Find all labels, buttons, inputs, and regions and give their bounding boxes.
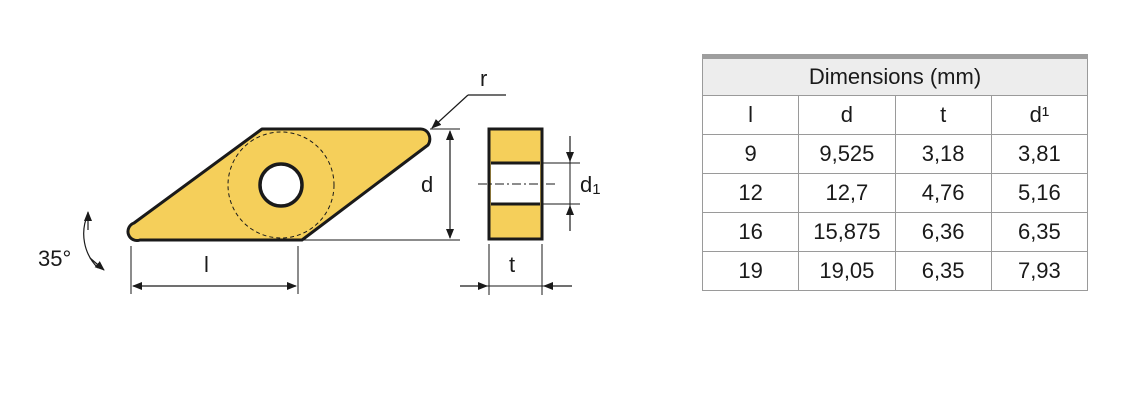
cell-l: 12: [701, 173, 800, 213]
d1-dimension: d1: [542, 136, 601, 231]
table-row: 9 9,525 3,18 3,81: [701, 134, 1089, 174]
table-row: 19 19,05 6,35 7,93: [701, 251, 1089, 291]
center-hole: [258, 162, 304, 208]
cell-t: 3,18: [894, 134, 992, 174]
table-title: Dimensions (mm): [702, 54, 1088, 96]
l-dimension: l: [130, 246, 299, 294]
t-label: t: [509, 252, 515, 277]
cell-d1: 5,16: [990, 173, 1089, 213]
header-d: d: [798, 95, 896, 135]
cell-d: 19,05: [798, 251, 896, 291]
header-t: t: [894, 95, 992, 135]
angle-label: 35°: [38, 246, 71, 271]
d1-label: d1: [580, 172, 601, 198]
d-label: d: [421, 172, 433, 197]
radius-label: r: [480, 66, 487, 91]
cell-t: 4,76: [894, 173, 992, 213]
cell-t: 6,35: [894, 251, 992, 291]
header-l: l: [701, 95, 800, 135]
header-d1: d¹: [990, 95, 1089, 135]
radius-callout: r: [431, 66, 506, 129]
table-row: 12 12,7 4,76 5,16: [701, 173, 1089, 213]
angle-dimension: 35°: [38, 211, 105, 271]
cell-l: 19: [701, 251, 800, 291]
table-row: 16 15,875 6,36 6,35: [701, 212, 1089, 252]
cell-d1: 3,81: [990, 134, 1089, 174]
cell-d: 9,525: [798, 134, 896, 174]
cell-d1: 6,35: [990, 212, 1089, 252]
cell-l: 9: [701, 134, 800, 174]
d-dimension: d: [302, 128, 460, 241]
cell-l: 16: [701, 212, 800, 252]
insert-side-view: [478, 127, 556, 241]
dimensions-table: Dimensions (mm) l d t d¹ 9 9,525 3,18 3,…: [701, 54, 1089, 291]
cell-d: 15,875: [798, 212, 896, 252]
inscribed-circle: [227, 131, 335, 239]
insert-top-view: [126, 127, 432, 242]
l-label: l: [204, 252, 209, 277]
cell-d1: 7,93: [990, 251, 1089, 291]
cell-t: 6,36: [894, 212, 992, 252]
cell-d: 12,7: [798, 173, 896, 213]
t-dimension: t: [460, 244, 572, 295]
